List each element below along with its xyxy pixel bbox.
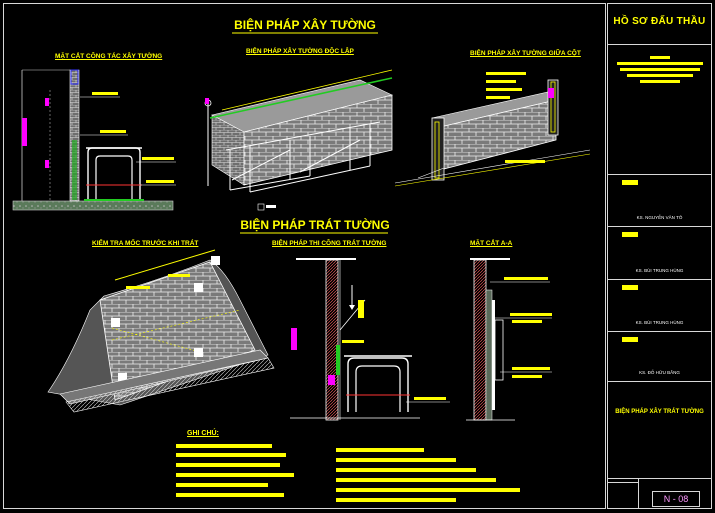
notes-heading: GHI CHÚ: <box>187 430 219 437</box>
drawing-frame <box>3 3 606 509</box>
project-description <box>612 56 708 92</box>
main-title: BIỆN PHÁP XÂY TƯỜNG <box>234 18 376 32</box>
view-title-section-aa: MẶT CẮT A-A <box>470 240 513 247</box>
freestanding-wall-drawing <box>204 69 393 193</box>
view-title-plaster-method: BIỆN PHÁP THI CÔNG TRÁT TƯỜNG <box>272 240 387 247</box>
section-aa-drawing <box>466 258 552 421</box>
between-columns-drawing <box>394 72 591 187</box>
title-block: HỒ SƠ ĐẤU THẦU KS. NGUYỄN VĂN TÔ KS. BÙI… <box>607 3 712 509</box>
second-title: BIỆN PHÁP TRÁT TƯỜNG <box>240 218 390 232</box>
name-1: KS. NGUYỄN VĂN TÔ <box>636 215 683 220</box>
drawing-name: BIỆN PHÁP XÂY TRÁT TƯỜNG <box>615 409 704 415</box>
name-4: KS. ĐỖ HỮU BẰNG <box>639 370 680 375</box>
name-3: KS. BÙI TRUNG HÙNG <box>635 320 684 325</box>
view-title-freestanding: BIỆN PHÁP XÂY TƯỜNG ĐỘC LẬP <box>246 48 354 55</box>
notes-lines <box>176 444 520 502</box>
project-title: HỒ SƠ ĐẤU THẦU <box>613 16 706 27</box>
view-title-check-before: KIỂM TRA MỐC TRƯỚC KHI TRÁT <box>92 240 199 247</box>
name-2: KS. BÙI TRUNG HÙNG <box>635 268 684 273</box>
check-before-plaster-drawing <box>47 249 275 413</box>
sheet-code: N - 08 <box>652 491 700 507</box>
section-marker <box>257 203 265 211</box>
view-title-between-columns: BIỆN PHÁP XÂY TƯỜNG GIỮA CỘT <box>470 50 581 57</box>
section-wall-drawing <box>12 69 176 211</box>
view-title-section-wall: MẶT CẮT CÔNG TÁC XÂY TƯỜNG <box>55 53 163 60</box>
plaster-method-drawing <box>290 258 450 421</box>
